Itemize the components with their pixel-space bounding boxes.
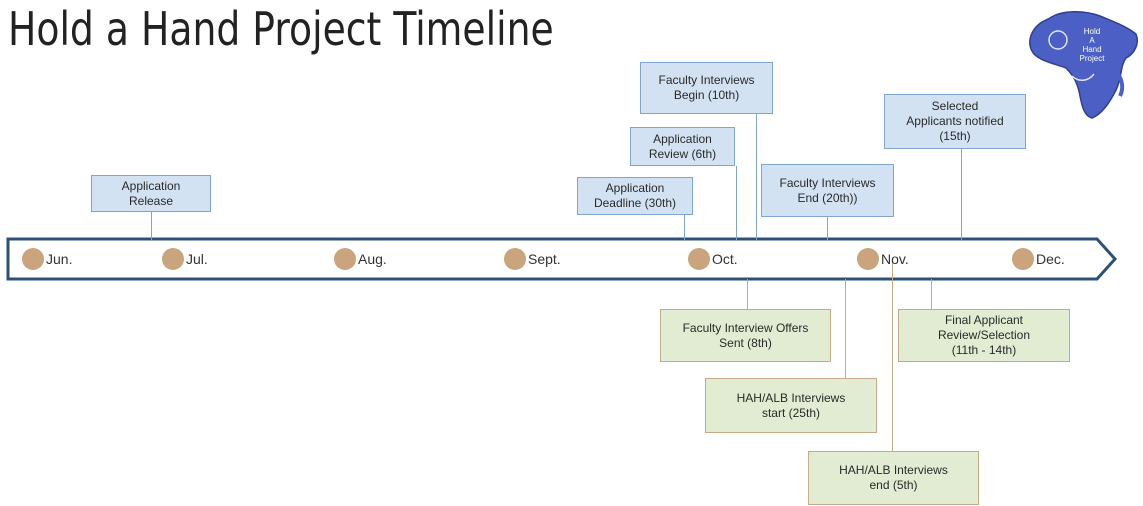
month-jul: Jul. bbox=[162, 248, 208, 270]
month-dot bbox=[334, 248, 356, 270]
connector-application-deadline bbox=[684, 215, 685, 240]
page-title: Hold a Hand Project Timeline bbox=[8, 2, 554, 56]
connector-final-review bbox=[931, 279, 932, 309]
month-dot bbox=[688, 248, 710, 270]
connector-application-review bbox=[736, 166, 737, 240]
month-label: Nov. bbox=[881, 251, 909, 267]
month-label: Aug. bbox=[358, 251, 387, 267]
month-sept: Sept. bbox=[504, 248, 561, 270]
connector-faculty-interviews-end bbox=[827, 217, 828, 240]
connector-hah-alb-end bbox=[892, 262, 893, 451]
connector-faculty-interviews-begin bbox=[756, 114, 757, 240]
event-application-review: Application Review (6th) bbox=[630, 127, 735, 166]
logo-line-2: A bbox=[1089, 36, 1095, 45]
logo-line-3: Hand bbox=[1082, 45, 1101, 54]
event-selected-applicants: Selected Applicants notified (15th) bbox=[884, 94, 1026, 149]
month-nov: Nov. bbox=[857, 248, 909, 270]
logo-line-1: Hold bbox=[1084, 27, 1100, 36]
event-application-deadline: Application Deadline (30th) bbox=[577, 177, 693, 215]
month-label: Oct. bbox=[712, 251, 738, 267]
connector-hah-alb-start bbox=[845, 279, 846, 378]
month-label: Sept. bbox=[528, 251, 561, 267]
event-faculty-interviews-begin: Faculty Interviews Begin (10th) bbox=[640, 62, 773, 114]
connector-selected-applicants bbox=[961, 149, 962, 240]
event-application-release: Application Release bbox=[91, 175, 211, 212]
connector-application-release bbox=[151, 212, 152, 240]
event-final-applicant-review: Final Applicant Review/Selection (11th -… bbox=[898, 309, 1070, 362]
event-hah-alb-end: HAH/ALB Interviews end (5th) bbox=[808, 451, 979, 505]
connector-faculty-offers bbox=[747, 279, 748, 309]
month-dot bbox=[1012, 248, 1034, 270]
month-label: Jun. bbox=[46, 251, 73, 267]
month-dot bbox=[22, 248, 44, 270]
month-dec: Dec. bbox=[1012, 248, 1065, 270]
event-faculty-interviews-end: Faculty Interviews End (20th)) bbox=[761, 164, 894, 217]
month-aug: Aug. bbox=[334, 248, 387, 270]
month-dot bbox=[857, 248, 879, 270]
event-faculty-interview-offers: Faculty Interview Offers Sent (8th) bbox=[660, 309, 831, 362]
month-dot bbox=[504, 248, 526, 270]
month-label: Jul. bbox=[186, 251, 208, 267]
event-hah-alb-start: HAH/ALB Interviews start (25th) bbox=[705, 378, 877, 433]
month-dot bbox=[162, 248, 184, 270]
month-oct: Oct. bbox=[688, 248, 738, 270]
africa-map-logo-icon: Hold A Hand Project bbox=[1029, 11, 1138, 119]
month-label: Dec. bbox=[1036, 251, 1065, 267]
month-jun: Jun. bbox=[22, 248, 72, 270]
logo-line-4: Project bbox=[1080, 54, 1106, 63]
